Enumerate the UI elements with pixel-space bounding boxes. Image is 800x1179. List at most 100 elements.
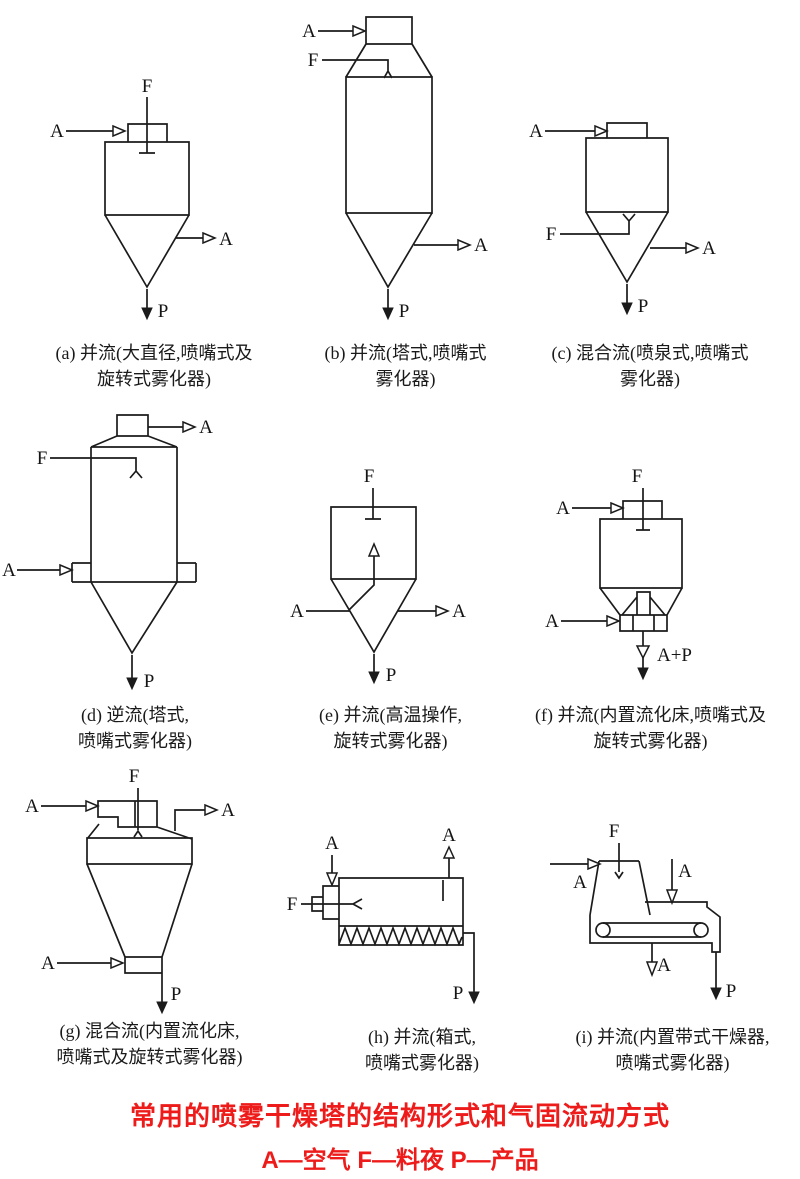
product-label: P [171,984,182,1005]
caption-a: (a) 并流(大直径,喷嘴式及 旋转式雾化器) [28,340,280,392]
air-in-top-arrowhead [610,501,625,515]
air-in-bottom-arrowhead [110,956,125,970]
product-arrowhead [710,987,722,1001]
air-product-open-arrowhead [635,645,651,660]
air-in-top-label: A [678,861,692,882]
vessel-h-outline [301,855,475,992]
air-out-arrowhead [182,420,197,434]
figure-title-line2: A—空气 F—料夜 P—产品 [261,1147,539,1174]
air-in-arrowhead [112,124,127,138]
product-arrowhead [382,307,394,321]
air-in-arrowhead [59,563,74,577]
air-in-top-arrowhead [85,799,100,813]
caption-i: (i) 并流(内置带式干燥器, 喷嘴式雾化器) [550,1024,795,1076]
product-label: P [386,665,397,686]
air-out-arrowhead [457,238,472,252]
caption-f-line2: 旋转式雾化器) [593,731,708,751]
belt-pulley-left [595,922,611,938]
air-in-arrowhead [325,872,339,887]
feed-label: F [609,821,620,842]
product-arrowhead [156,1001,168,1015]
caption-h-line1: (h) 并流(箱式, [368,1027,476,1047]
caption-c-line1: (c) 混合流(喷泉式,喷嘴式 [551,343,749,363]
air-in-bottom-label: A [41,953,55,974]
caption-f-line1: (f) 并流(内置流化床,喷嘴式及 [535,705,766,725]
caption-c-line2: 雾化器) [620,369,680,389]
air-product-arrowhead [637,667,649,681]
diagram-d: A F A P [2,414,213,692]
diagram-b: A F A P [302,16,488,322]
feed-label: F [287,894,298,915]
feed-label: F [37,448,48,469]
air-out-arrowhead [685,241,700,255]
caption-d: (d) 逆流(塔式, 喷嘴式雾化器) [30,702,240,754]
feed-label: F [364,466,375,487]
caption-e-line2: 旋转式雾化器) [333,731,448,751]
caption-b: (b) 并流(塔式,喷嘴式 雾化器) [288,340,523,392]
caption-g-line2: 喷嘴式及旋转式雾化器) [56,1047,243,1067]
product-arrowhead [368,671,380,685]
vessel-b-outline [318,16,458,309]
diagram-c: A F A P [529,121,716,317]
air-in-label: A [529,121,543,142]
product-arrowhead [621,302,633,316]
air-in-label: A [50,121,64,142]
vessel-f-outline [561,488,683,668]
air-out-label: A [219,229,233,250]
caption-a-line2: 旋转式雾化器) [97,369,211,389]
caption-e: (e) 并流(高温操作, 旋转式雾化器) [283,702,498,754]
caption-a-line1: (a) 并流(大直径,喷嘴式及 [55,343,253,363]
product-arrowhead [126,677,138,691]
vessel-a-outline [66,97,203,309]
air-out-arrowhead [435,604,450,618]
caption-h: (h) 并流(箱式, 喷嘴式雾化器) [312,1024,532,1076]
caption-c: (c) 混合流(喷泉式,喷嘴式 雾化器) [520,340,780,392]
product-label: P [638,296,649,317]
air-in-label: A [302,21,316,42]
product-arrowhead [141,307,153,321]
product-label: P [399,301,410,322]
air-in-left-arrowhead [587,857,602,871]
caption-i-line2: 喷嘴式雾化器) [615,1053,730,1073]
caption-e-line1: (e) 并流(高温操作, [319,705,462,725]
figure-title-line1: 常用的喷雾干燥塔的结构形式和气固流动方式 [129,1101,670,1131]
diagram-g: F A A A P [25,766,235,1015]
caption-d-line2: 喷嘴式雾化器) [78,731,192,751]
vessel-c-outline [545,122,686,304]
caption-g-line1: (g) 混合流(内置流化床, [59,1021,240,1041]
feed-label: F [142,76,153,97]
vessel-e-outline [306,488,436,672]
figure-title: 常用的喷雾干燥塔的结构形式和气固流动方式 A—空气 F—料夜 P—产品 [0,1096,800,1175]
air-out-bottom-label: A [657,955,671,976]
feed-label: F [308,50,319,71]
air-out-label: A [442,825,456,846]
air-out-arrowhead [202,231,217,245]
air-in-bottom-arrowhead [606,614,621,628]
air-in-label: A [290,601,304,622]
feed-label: F [129,766,140,787]
air-in-label: A [2,560,16,581]
diagram-e: F A A P [290,466,466,686]
diagram-f: F A A A+P [545,466,692,681]
air-out-arrowhead [442,845,456,859]
feed-label: F [546,224,557,245]
caption-b-line2: 雾化器) [375,369,436,389]
vessel-d-outline [17,414,197,678]
product-label: P [453,983,464,1004]
product-label: P [158,301,169,322]
air-in-top-label: A [556,498,570,519]
air-product-label: A+P [657,645,692,666]
vessel-i-outline [550,843,721,988]
air-in-left-label: A [573,872,587,893]
air-out-label: A [221,800,235,821]
product-arrowhead [468,991,480,1005]
air-in-arrowhead [352,24,367,38]
air-out-label: A [474,235,488,256]
product-label: P [726,981,737,1002]
air-in-top-arrowhead [665,889,679,906]
product-label: P [144,671,155,692]
vessel-g-outline [41,788,205,1002]
caption-f: (f) 并流(内置流化床,喷嘴式及 旋转式雾化器) [508,702,793,754]
